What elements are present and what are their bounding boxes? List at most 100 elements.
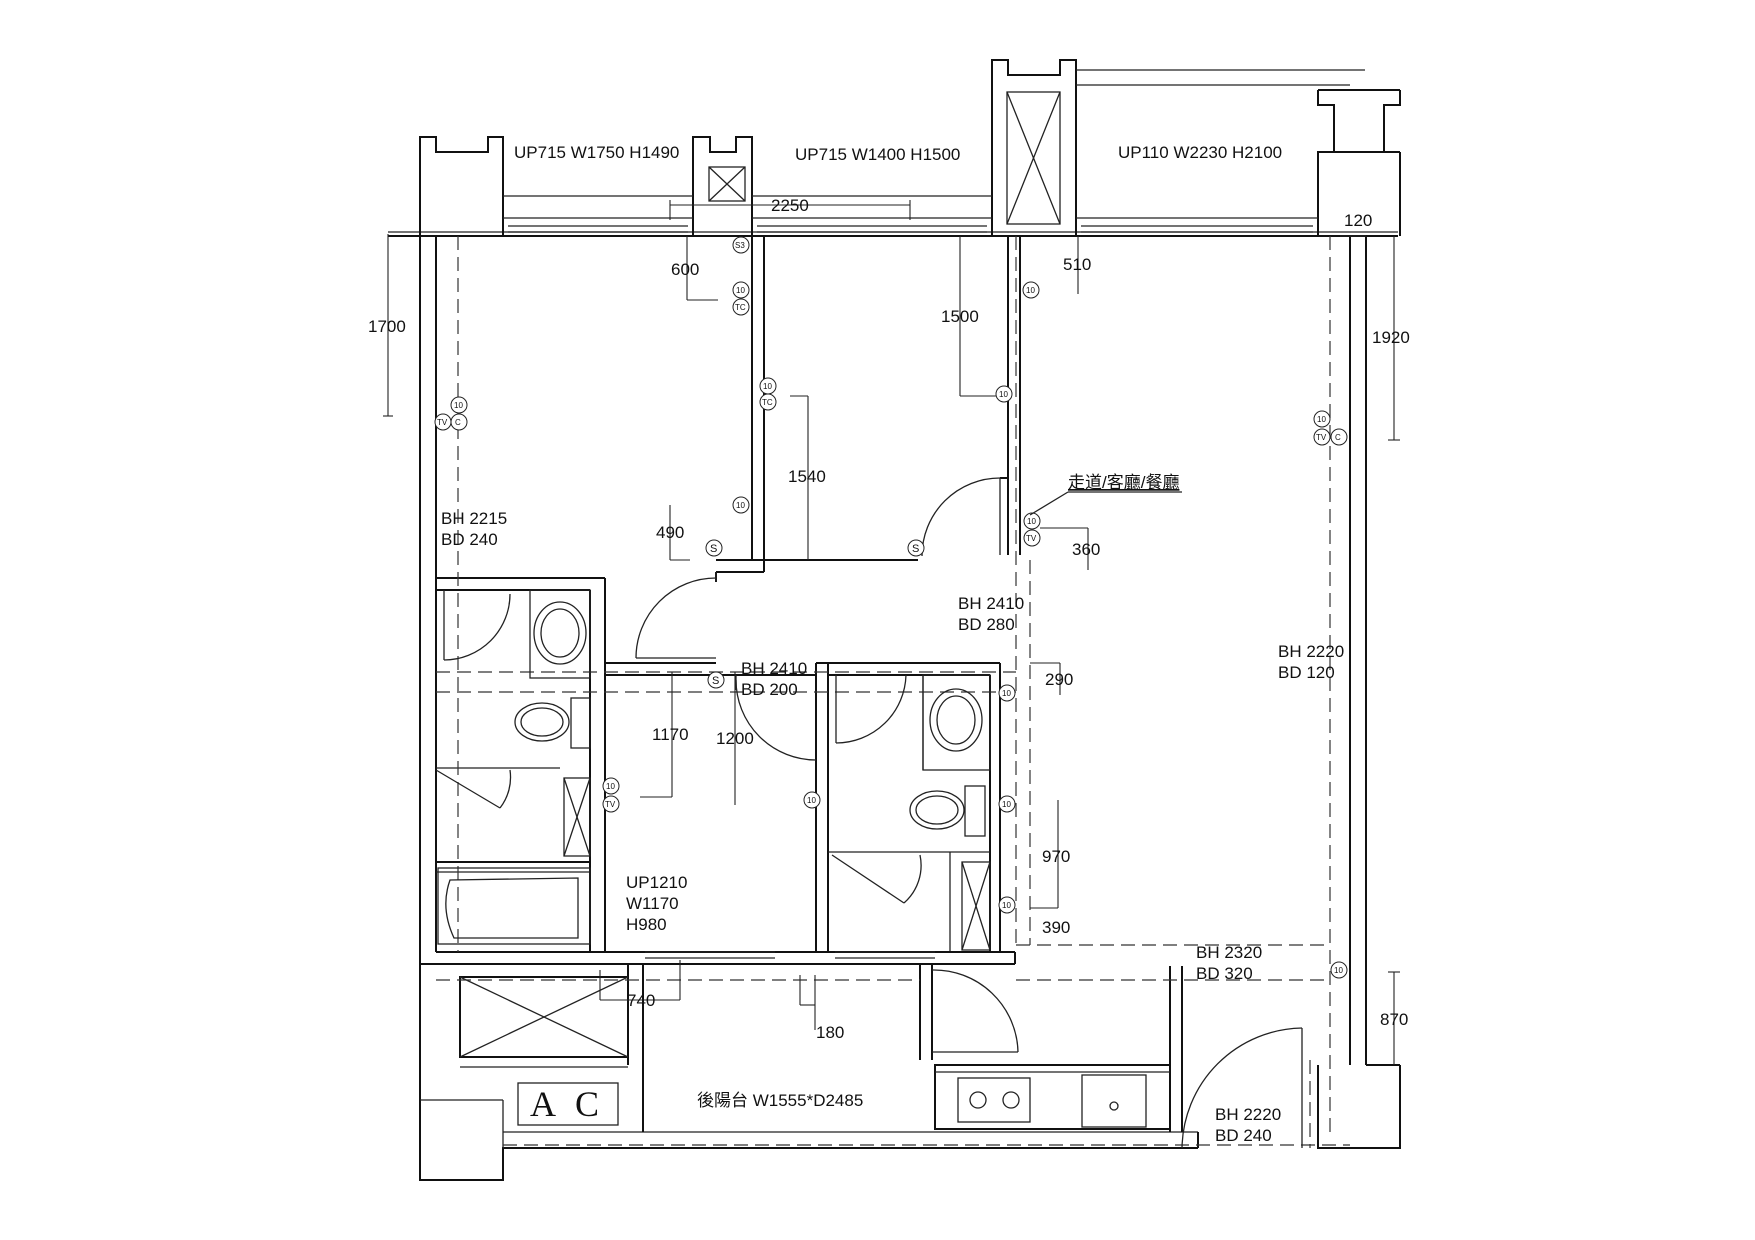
svg-text:10: 10: [1334, 966, 1343, 975]
window-label-2: UP715 W1400 H1500: [795, 145, 960, 164]
window-label-4: UP1210: [626, 873, 687, 892]
dim-510: 510: [1063, 255, 1091, 274]
outlet-s3: S3: [732, 236, 750, 254]
doors: [435, 477, 1303, 1149]
outlet-10: 10: [450, 396, 468, 414]
outlet-symbols: S3 10 TC 10 TC 10 10 10 TV C 10 TV C 10 …: [434, 236, 1348, 979]
dimension-labels: 2250 120 600 510 1700 1500 1920 1540 490…: [368, 196, 1410, 1042]
outlet-10: 10: [1023, 512, 1041, 530]
outlet-tc: TC: [759, 393, 777, 411]
dim-1200: 1200: [716, 729, 754, 748]
outlet-c: C: [1330, 428, 1348, 446]
dim-740: 740: [627, 991, 655, 1010]
svg-text:10: 10: [999, 390, 1008, 399]
svg-text:TV: TV: [605, 800, 616, 809]
dim-360: 360: [1072, 540, 1100, 559]
outlet-10: 10: [1330, 961, 1348, 979]
svg-text:10: 10: [1026, 286, 1035, 295]
svg-text:C: C: [455, 418, 461, 427]
dim-870: 870: [1380, 1010, 1408, 1029]
svg-text:10: 10: [1027, 517, 1036, 526]
outlet-tv: TV: [434, 413, 452, 431]
svg-text:S3: S3: [735, 241, 745, 250]
svg-text:S: S: [712, 675, 719, 687]
bath-fixtures: [437, 589, 991, 951]
beam-labels: BH 2215 BD 240 BH 2410 BD 280 BH 2410 BD…: [441, 509, 1344, 1145]
outlet-tv: TV: [1313, 428, 1331, 446]
ac-label-c: C: [575, 1084, 599, 1124]
room-labels: 走道/客廳/餐廳 後陽台 W1555*D2485 A C: [517, 473, 1182, 1126]
dim-1920: 1920: [1372, 328, 1410, 347]
living-room-label: 走道/客廳/餐廳: [1068, 473, 1179, 492]
dimension-lines: [383, 200, 1400, 1065]
beam-label-2b: BD 280: [958, 615, 1015, 634]
svg-text:10: 10: [606, 782, 615, 791]
dim-970: 970: [1042, 847, 1070, 866]
window-label-1: UP715 W1750 H1490: [514, 143, 679, 162]
svg-text:C: C: [1335, 433, 1341, 442]
window-labels: UP715 W1750 H1490 UP715 W1400 H1500 UP11…: [514, 143, 1282, 934]
beam-label-6b: BD 240: [1215, 1126, 1272, 1145]
outlet-10: 10: [732, 496, 750, 514]
outlet-10: 10: [998, 684, 1016, 702]
svg-text:10: 10: [1002, 689, 1011, 698]
dim-390: 390: [1042, 918, 1070, 937]
kitchen-fixtures: [957, 1074, 1147, 1128]
svg-text:10: 10: [1002, 901, 1011, 910]
balcony-label: 後陽台 W1555*D2485: [697, 1091, 863, 1110]
beam-label-5a: BH 2320: [1196, 943, 1262, 962]
dim-1540: 1540: [788, 467, 826, 486]
svg-text:10: 10: [1317, 415, 1326, 424]
ac-box: [517, 1082, 619, 1126]
dim-1170: 1170: [652, 725, 689, 744]
outlet-tv: TV: [602, 795, 620, 813]
top-windows: [503, 195, 1318, 233]
svg-text:S: S: [710, 543, 717, 555]
beam-label-1b: BD 240: [441, 530, 498, 549]
outlet-10: 10: [1022, 281, 1040, 299]
outlet-tc: TC: [732, 298, 750, 316]
outlet-c: C: [450, 413, 468, 431]
beam-label-4b: BD 120: [1278, 663, 1335, 682]
svg-text:10: 10: [807, 796, 816, 805]
svg-text:10: 10: [763, 382, 772, 391]
exterior-walls: [388, 59, 1401, 1181]
dim-120: 120: [1344, 211, 1372, 230]
svg-text:TV: TV: [437, 418, 448, 427]
ac-label-a: A: [530, 1084, 556, 1124]
outlet-10: 10: [998, 896, 1016, 914]
beam-label-2a: BH 2410: [958, 594, 1024, 613]
dim-2250: 2250: [771, 196, 809, 215]
dim-290: 290: [1045, 670, 1073, 689]
outlet-10: 10: [998, 795, 1016, 813]
outlet-s: S: [705, 539, 723, 557]
beam-label-1a: BH 2215: [441, 509, 507, 528]
window-label-3: UP110 W2230 H2100: [1118, 143, 1282, 162]
outlet-10: 10: [732, 281, 750, 299]
svg-text:10: 10: [736, 501, 745, 510]
svg-text:10: 10: [454, 401, 463, 410]
window-label-4b: W1170: [626, 894, 679, 913]
dim-1700: 1700: [368, 317, 406, 336]
outlet-tv: TV: [1023, 529, 1041, 547]
dim-600: 600: [671, 260, 699, 279]
svg-text:10: 10: [1002, 800, 1011, 809]
window-label-4c: H980: [626, 915, 667, 934]
outlet-10: 10: [1313, 410, 1331, 428]
svg-text:TC: TC: [735, 303, 746, 312]
outlet-10: 10: [803, 791, 821, 809]
beam-label-5b: BD 320: [1196, 964, 1253, 983]
outlet-10: 10: [602, 777, 620, 795]
svg-text:TC: TC: [762, 398, 773, 407]
svg-text:S: S: [912, 543, 919, 555]
svg-text:10: 10: [736, 286, 745, 295]
dim-1500: 1500: [941, 307, 979, 326]
dim-180: 180: [816, 1023, 844, 1042]
outlet-s: S: [707, 671, 725, 689]
beam-label-6a: BH 2220: [1215, 1105, 1281, 1124]
outlet-10: 10: [759, 377, 777, 395]
beam-label-3b: BD 200: [741, 680, 798, 699]
outlet-s: S: [907, 539, 925, 557]
svg-text:TV: TV: [1316, 433, 1327, 442]
